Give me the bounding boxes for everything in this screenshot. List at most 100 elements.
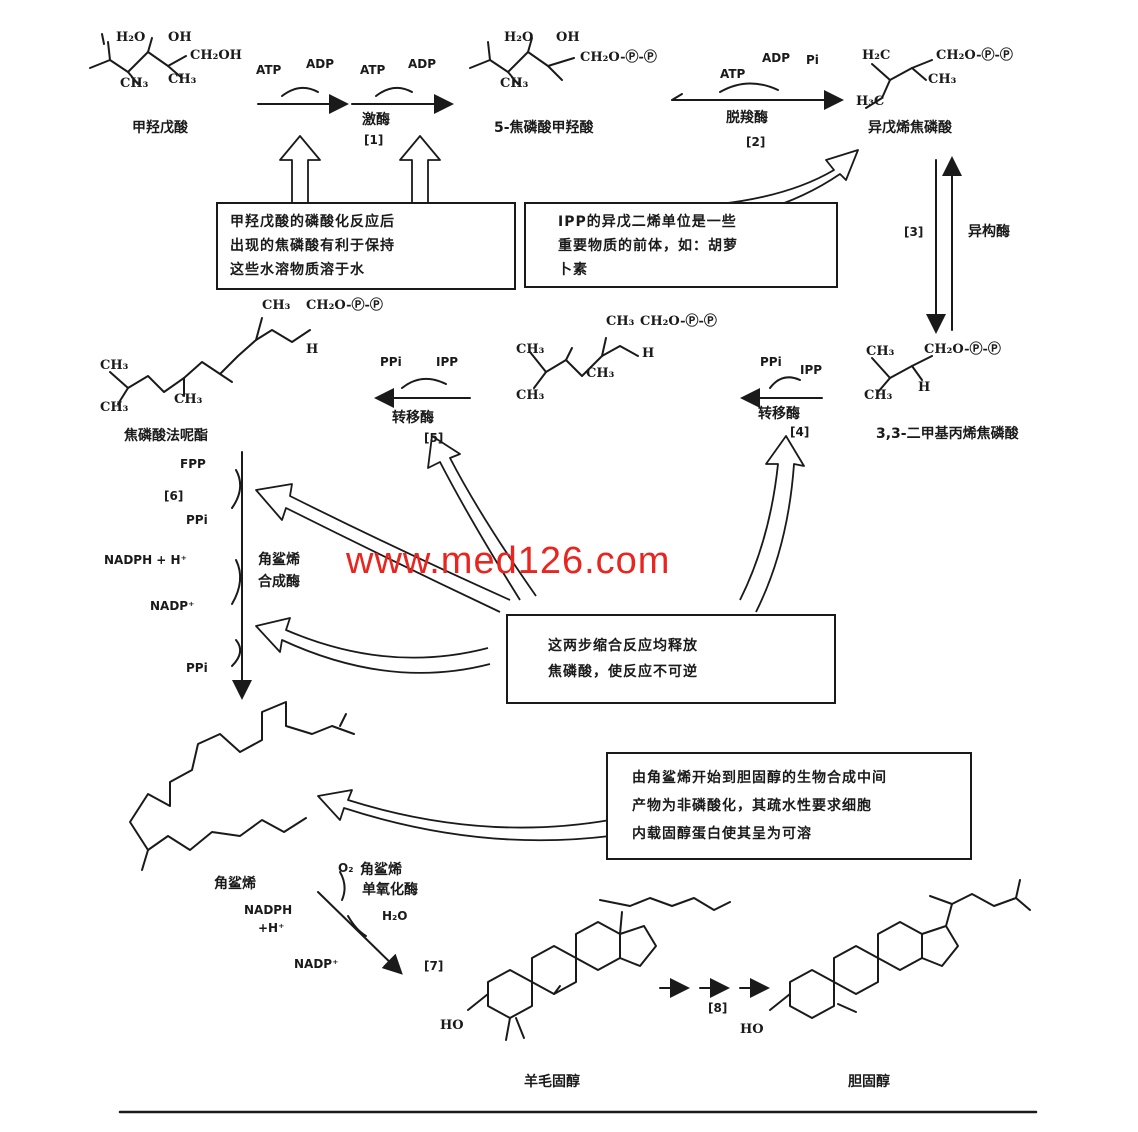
cofactor-nadph: NADPH + H⁺ <box>104 553 187 567</box>
enzyme-prenyltransferase-2: 转移酶 <box>392 410 434 426</box>
mevalonate-h2o-label: H₂O <box>116 30 146 45</box>
cofactor-adp-3: ADP <box>762 51 791 65</box>
mevalonate-oh-label: OH <box>168 30 192 45</box>
note-line: 甲羟戊酸的磷酸化反应后 <box>230 214 395 230</box>
note-line: 卜素 <box>558 262 588 278</box>
compound-fpp: 焦磷酸法呢酯 <box>124 428 208 444</box>
cofactor-nadp-2: NADP⁺ <box>294 957 339 971</box>
compound-cholesterol: 胆固醇 <box>848 1074 890 1090</box>
step-label-3: [3] <box>904 225 924 239</box>
ipp-ch2-label: H₂C <box>862 48 891 63</box>
cofactor-nadp-1: NADP⁺ <box>150 599 195 613</box>
step-label-7: [7] <box>424 959 444 973</box>
compound-phosphomevalonate: 5-焦磷酸甲羟酸 <box>494 120 594 136</box>
dmapp-h-label: H <box>918 380 931 395</box>
phosphomevalonate-h2o-label: H₂O <box>504 30 534 45</box>
callout-arrow-prenyl-right <box>739 435 805 613</box>
compound-dmapp: 3,3-二甲基丙烯焦磷酸 <box>876 426 1019 442</box>
watermark: www.med126.com <box>346 540 671 582</box>
callout-arrow-ppi <box>255 617 491 674</box>
cofactor-h: +H⁺ <box>258 921 285 935</box>
note-line: 这两步缩合反应均释放 <box>548 638 698 654</box>
callout-arrow-prenyl-left <box>427 435 537 601</box>
note-box-ipp-precursor: IPP的异戊二烯单位是一些 重要物质的前体，如：胡萝 卜素 <box>524 202 838 288</box>
enzyme-monooxygenase-2: 单氧化酶 <box>362 882 418 898</box>
step-label-5: [5] <box>424 431 444 445</box>
callout-arrow-kinase2 <box>399 135 441 204</box>
fpp-ch3b-label: CH₃ <box>100 400 129 415</box>
cofactor-pi: Pi <box>806 53 819 67</box>
ipp-ch2opp-label: CH₂O-Ⓟ-Ⓟ <box>936 48 1013 63</box>
cofactor-o2: O₂ <box>338 861 354 875</box>
enzyme-isomerase: 异构酶 <box>968 224 1010 240</box>
cofactor-adp-1: ADP <box>306 57 335 71</box>
cofactor-atp-1: ATP <box>256 63 282 77</box>
cholesterol-ho-label: HO <box>740 1022 764 1037</box>
compound-mevalonate: 甲羟戊酸 <box>132 120 188 136</box>
gpp-h-label: H <box>642 346 655 361</box>
callout-arrow-kinase1 <box>279 135 321 204</box>
compound-ipp: 异戊烯焦磷酸 <box>868 120 952 136</box>
note-line: 内载固醇蛋白使其呈为可溶 <box>632 826 812 842</box>
arrow-monooxygenase <box>317 891 403 975</box>
note-line: IPP的异戊二烯单位是一些 <box>558 214 737 230</box>
gpp-structure <box>529 337 639 389</box>
ipp-structure <box>865 59 933 109</box>
phosphomevalonate-ch2opp-label: CH₂O-Ⓟ-Ⓟ <box>580 50 657 65</box>
enzyme-monooxygenase-1: 角鲨烯 <box>360 862 402 878</box>
note-line: 由角鲨烯开始到胆固醇的生物合成中间 <box>632 770 887 786</box>
fpp-ch2opp-label: CH₂O-Ⓟ-Ⓟ <box>306 298 383 313</box>
step-label-2: [2] <box>746 135 766 149</box>
cofactor-h2o: H₂O <box>382 909 408 923</box>
enzyme-decarboxylase: 脱羧酶 <box>726 110 768 126</box>
enzyme-squalene-synthase-2: 合成酶 <box>258 574 300 590</box>
fpp-h-label: H <box>306 342 319 357</box>
note-line: 焦磷酸，使反应不可逆 <box>548 664 698 680</box>
callout-arrow-squalene <box>317 789 611 842</box>
dmapp-ch2opp-label: CH₂O-Ⓟ-Ⓟ <box>924 342 1001 357</box>
cofactor-adp-2: ADP <box>408 57 437 71</box>
phosphomevalonate-structure <box>469 37 575 85</box>
mevalonate-structure <box>89 33 187 85</box>
compound-squalene: 角鲨烯 <box>214 876 256 892</box>
note-box-phosphorylation: 甲羟戊酸的磷酸化反应后 出现的焦磷酸有利于保持 这些水溶物质溶于水 <box>216 202 516 290</box>
cofactor-ipp-1: IPP <box>800 363 823 377</box>
dmapp-ch3b-label: CH₃ <box>864 388 893 403</box>
fpp-ch3d-label: CH₃ <box>262 298 291 313</box>
step-label-6: [6] <box>164 489 184 503</box>
cofactor-atp-3: ATP <box>720 67 746 81</box>
note-line: 产物为非磷酸化，其疏水性要求细胞 <box>632 798 872 814</box>
enzyme-prenyltransferase-1: 转移酶 <box>758 406 800 422</box>
fpp-ch3c-label: CH₃ <box>174 392 203 407</box>
mevalonate-ch2oh-label: CH₂OH <box>190 48 242 63</box>
gpp-ch3c-label: CH₃ <box>516 388 545 403</box>
gpp-ch3-label: CH₃ <box>516 342 545 357</box>
dmapp-structure <box>871 355 933 393</box>
enzyme-kinase: 激酶 <box>362 112 390 128</box>
mevalonate-ch3b-label: CH₃ <box>168 72 197 87</box>
step-label-8: [8] <box>708 1001 728 1015</box>
phosphomevalonate-ch3-label: CH₃ <box>500 76 529 91</box>
fpp-ch3-label: CH₃ <box>100 358 129 373</box>
mevalonate-ch3-label: CH₃ <box>120 76 149 91</box>
cofactor-ipp-2: IPP <box>436 355 459 369</box>
ipp-h3c-label: H₃C <box>856 94 885 109</box>
note-line: 重要物质的前体，如：胡萝 <box>558 238 738 254</box>
ipp-ch3-label: CH₃ <box>928 72 957 87</box>
cofactor-atp-2: ATP <box>360 63 386 77</box>
note-line: 出现的焦磷酸有利于保持 <box>230 238 395 254</box>
cofactor-ppi-3: PPi <box>186 513 208 527</box>
cofactor-ppi-2: PPi <box>380 355 402 369</box>
cofactor-ppi-1: PPi <box>760 355 782 369</box>
step-label-4: [4] <box>790 425 810 439</box>
note-box-nonphosphorylated: 由角鲨烯开始到胆固醇的生物合成中间 产物为非磷酸化，其疏水性要求细胞 内载固醇蛋… <box>606 752 972 860</box>
phosphomevalonate-oh-label: OH <box>556 30 580 45</box>
cofactor-nadph-2: NADPH <box>244 903 293 917</box>
squalene-structure <box>129 701 355 871</box>
gpp-ch2opp-label: CH₂O-Ⓟ-Ⓟ <box>640 314 717 329</box>
cofactor-fpp: FPP <box>180 457 206 471</box>
note-box-irreversible: 这两步缩合反应均释放 焦磷酸，使反应不可逆 <box>506 614 836 704</box>
compound-lanosterol: 羊毛固醇 <box>524 1074 580 1090</box>
